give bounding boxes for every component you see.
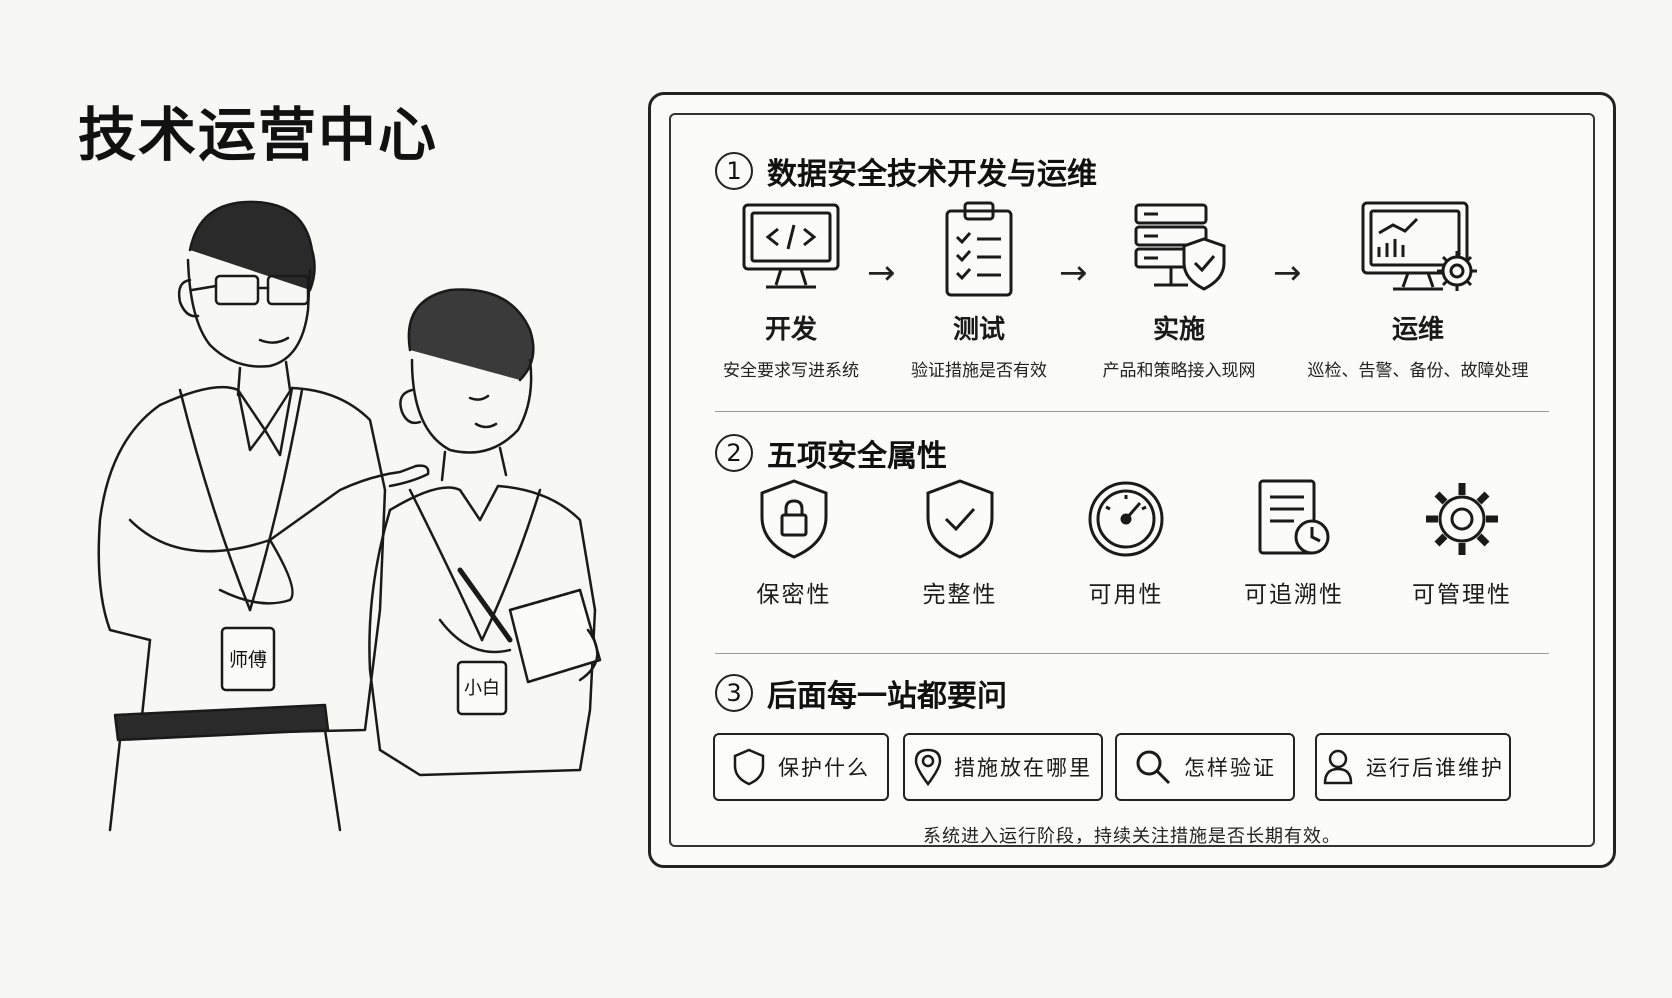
- shield-lock-icon: [760, 479, 828, 559]
- property-manageability: 可管理性: [1387, 477, 1537, 609]
- property-availability-label: 可用性: [1088, 582, 1164, 608]
- page-title: 技术运营中心: [78, 101, 439, 169]
- question-placement-label: 措施放在哪里: [954, 756, 1092, 780]
- question-maintainer-button[interactable]: 运行后谁维护: [1315, 733, 1511, 801]
- question-verify-button[interactable]: 怎样验证: [1115, 733, 1295, 801]
- user-icon: [1323, 749, 1353, 785]
- divider: [715, 653, 1549, 654]
- info-board: 1 数据安全技术开发与运维 开发 安全要求写进系统 → 测试 验证措施: [648, 92, 1616, 868]
- step-operate: 运维 巡检、告警、备份、故障处理: [1283, 199, 1553, 381]
- section-2-number: 2: [715, 434, 753, 472]
- section-2-heading: 2 五项安全属性: [715, 431, 947, 475]
- question-protect-label: 保护什么: [778, 756, 870, 780]
- question-verify-label: 怎样验证: [1184, 756, 1276, 780]
- code-monitor-icon: [742, 203, 840, 289]
- property-confidentiality: 保密性: [719, 477, 869, 609]
- arrow-icon: →: [1059, 253, 1088, 293]
- gear-icon: [1426, 483, 1498, 555]
- search-icon: [1136, 750, 1171, 785]
- step-deploy: 实施 产品和策略接入现网: [1079, 199, 1279, 381]
- step-operate-desc: 巡检、告警、备份、故障处理: [1307, 361, 1529, 381]
- location-pin-icon: [914, 748, 942, 786]
- step-test: 测试 验证措施是否有效: [879, 199, 1079, 381]
- section-3-title: 后面每一站都要问: [767, 679, 1007, 714]
- arrow-icon: →: [1273, 253, 1302, 293]
- step-develop-desc: 安全要求写进系统: [723, 361, 859, 381]
- step-develop-title: 开发: [764, 315, 817, 345]
- section-2-title: 五项安全属性: [767, 439, 947, 474]
- question-maintainer-label: 运行后谁维护: [1366, 756, 1504, 780]
- section-1-heading: 1 数据安全技术开发与运维: [715, 149, 1097, 193]
- clipboard-checklist-icon: [945, 201, 1013, 297]
- question-protect-button[interactable]: 保护什么: [713, 733, 889, 801]
- step-operate-title: 运维: [1391, 315, 1444, 345]
- property-manageability-label: 可管理性: [1412, 582, 1512, 608]
- step-deploy-desc: 产品和策略接入现网: [1102, 361, 1256, 381]
- people-illustration: 师傅 小白: [97, 200, 602, 832]
- mentor-figure: 师傅: [97, 200, 430, 832]
- property-integrity: 完整性: [885, 477, 1035, 609]
- document-clock-icon: [1258, 479, 1330, 555]
- gauge-icon: [1088, 481, 1164, 557]
- section-1-number: 1: [715, 152, 753, 190]
- shield-icon: [733, 748, 765, 786]
- step-develop: 开发 安全要求写进系统: [691, 199, 891, 381]
- step-deploy-title: 实施: [1152, 315, 1205, 345]
- question-placement-button[interactable]: 措施放在哪里: [903, 733, 1103, 801]
- shield-check-icon: [926, 479, 994, 559]
- dashboard-gear-icon: [1361, 201, 1477, 291]
- section-3-number: 3: [715, 674, 753, 712]
- step-test-desc: 验证措施是否有效: [911, 361, 1047, 381]
- property-availability: 可用性: [1051, 477, 1201, 609]
- divider: [715, 411, 1549, 412]
- footer-note: 系统进入运行阶段，持续关注措施是否长期有效。: [923, 826, 1341, 847]
- board-frame: 1 数据安全技术开发与运维 开发 安全要求写进系统 → 测试 验证措施: [669, 113, 1595, 847]
- property-confidentiality-label: 保密性: [756, 582, 832, 608]
- section-3-heading: 3 后面每一站都要问: [715, 671, 1007, 715]
- property-traceability: 可追溯性: [1219, 477, 1369, 609]
- student-figure: 小白: [368, 288, 602, 777]
- server-shield-icon: [1134, 203, 1226, 291]
- property-integrity-label: 完整性: [922, 582, 998, 608]
- property-traceability-label: 可追溯性: [1244, 582, 1344, 608]
- step-test-title: 测试: [952, 315, 1005, 345]
- student-badge: 小白: [464, 678, 500, 699]
- mentor-badge: 师傅: [229, 649, 267, 671]
- section-1-title: 数据安全技术开发与运维: [767, 157, 1097, 192]
- arrow-icon: →: [867, 253, 896, 293]
